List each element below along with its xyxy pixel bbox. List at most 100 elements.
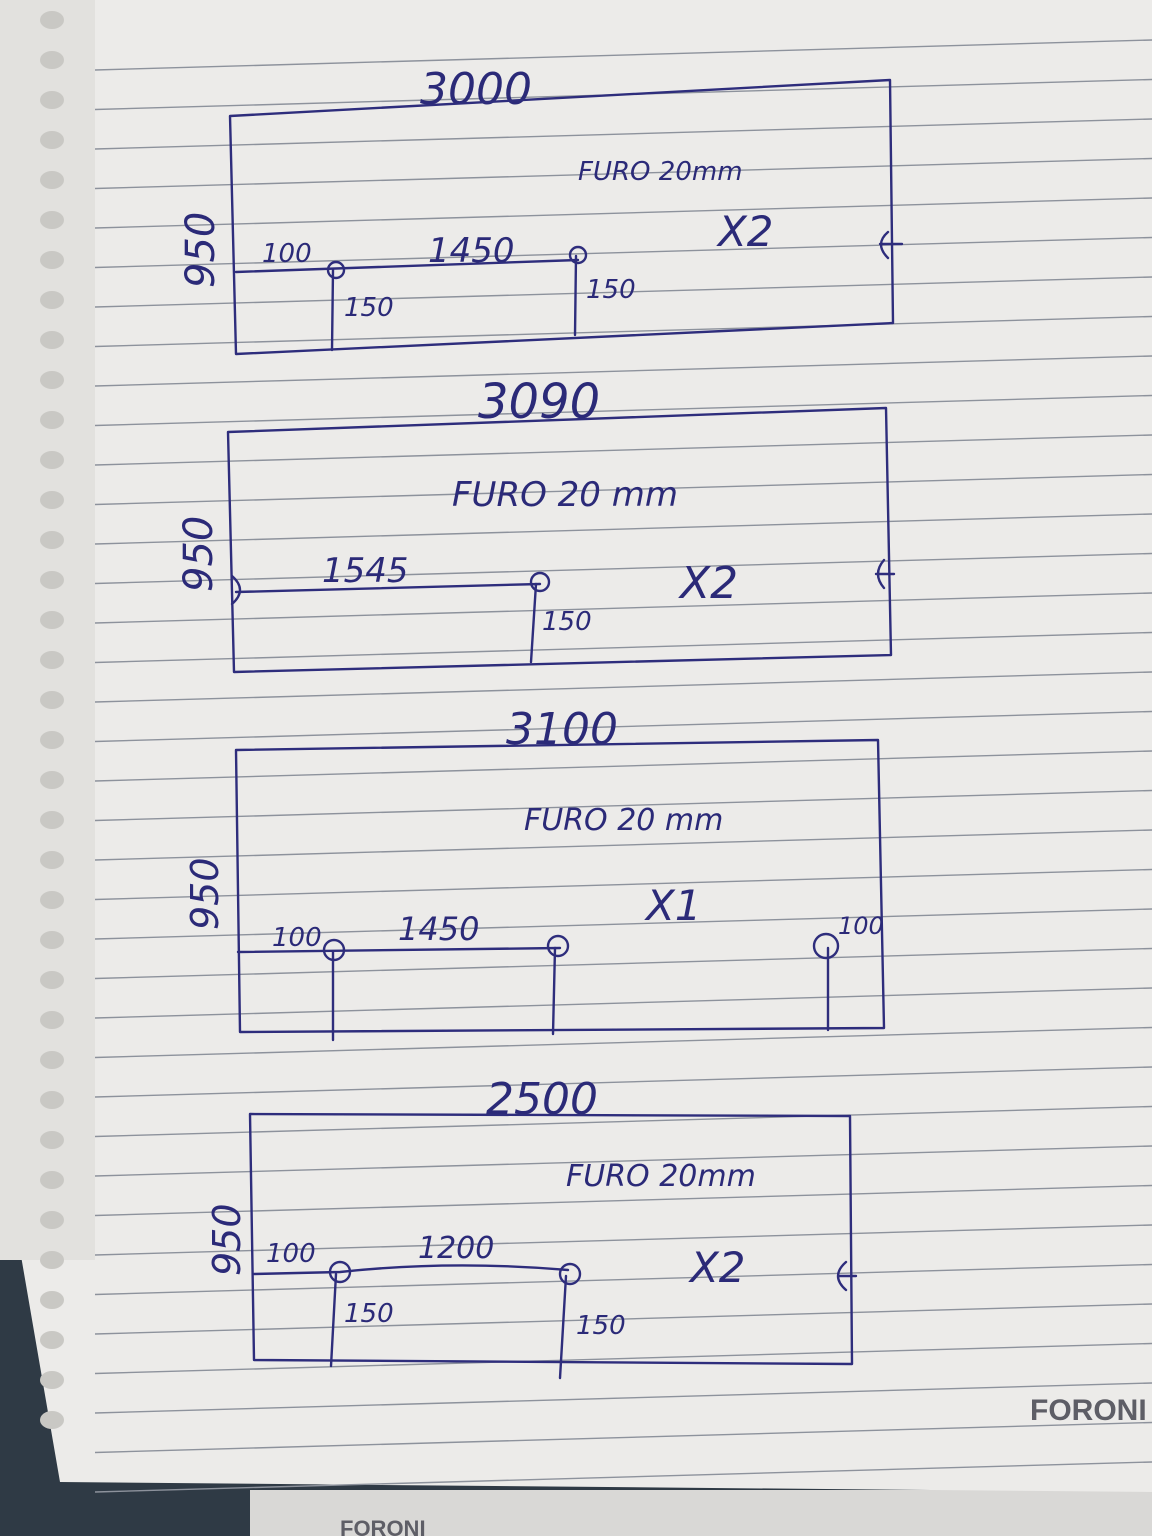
sketch-1-end-mark-icon	[878, 230, 904, 260]
ruled-line	[94, 1382, 1152, 1414]
ruled-line	[94, 1026, 1152, 1059]
ruled-line	[94, 394, 1152, 427]
sketch-1-hole-line	[234, 258, 580, 274]
ruled-line	[94, 434, 1152, 466]
ruled-line	[94, 236, 1152, 269]
sketch-1-width-label: 3000	[420, 64, 532, 115]
ruled-line	[94, 276, 1152, 308]
ruled-line	[94, 1105, 1152, 1138]
sketch-4-hole-line	[252, 1264, 570, 1276]
ruled-line	[94, 157, 1152, 190]
spiral-hole	[40, 11, 64, 29]
sketch-2-dim-depth: 150	[542, 607, 592, 637]
sketch-3-hole-icon	[546, 934, 570, 958]
sketch-3-note: FURO 20 mm	[524, 803, 723, 838]
ruled-line	[94, 868, 1152, 901]
sketch-2-note: FURO 20 mm	[452, 475, 678, 515]
sketch-1-hole-icon	[326, 260, 346, 280]
sketch-2-panel-outline	[226, 406, 893, 674]
ruled-line	[94, 1145, 1152, 1177]
sketch-4-hole-icon	[558, 1262, 582, 1286]
sketch-4: 2500 950 FURO 20mm X2 100 1200 150 150	[205, 1074, 858, 1380]
spiral-hole	[40, 1051, 64, 1069]
sketch-2-quantity: X2	[678, 558, 738, 609]
ruled-line	[94, 1224, 1152, 1256]
spiral-hole	[40, 611, 64, 629]
sketch-2-end-mark-icon	[874, 558, 896, 590]
sketch-3-hole-icon	[812, 932, 840, 960]
notebook-brand-logo: FORONI	[1030, 1394, 1147, 1427]
sketch-3: 3100 950 FURO 20 mm X1 100 1450 100	[183, 704, 886, 1042]
spiral-hole	[40, 1251, 64, 1269]
sketch-3-depth-lines	[331, 946, 830, 1042]
spiral-hole	[40, 811, 64, 829]
spiral-hole	[40, 1011, 64, 1029]
sketch-1: 3000 950 FURO 20mm X2 100 1450 150 150	[178, 64, 904, 356]
spiral-hole	[40, 331, 64, 349]
ruled-line	[94, 1461, 1152, 1493]
sketch-4-panel-outline	[248, 1112, 854, 1366]
spiral-hole	[40, 1291, 64, 1309]
ruled-line	[94, 947, 1152, 980]
ruled-line	[94, 750, 1152, 782]
sketch-3-dim-edge-right: 100	[838, 912, 884, 940]
sketch-1-hole-icon	[568, 245, 588, 265]
spiral-hole	[40, 251, 64, 269]
sketch-1-height-label: 950	[178, 212, 224, 288]
spiral-hole	[40, 851, 64, 869]
lower-page-brand-logo: FORONI	[340, 1516, 426, 1536]
sketch-4-dim-edge: 100	[266, 1239, 316, 1269]
ruled-lines	[94, 39, 1152, 1493]
sketch-4-dim-span: 1200	[418, 1231, 494, 1266]
spiral-hole	[40, 211, 64, 229]
sketch-1-dim-edge: 100	[262, 239, 312, 269]
sketch-4-depth-lines	[329, 1272, 568, 1380]
spiral-hole	[40, 1331, 64, 1349]
spiral-hole	[40, 1171, 64, 1189]
ruled-line	[94, 987, 1152, 1019]
spiral-hole	[40, 1131, 64, 1149]
sketch-2-dim-span: 1545	[322, 551, 409, 591]
sketch-1-dim-depth-a: 150	[344, 293, 394, 323]
sketch-1-depth-lines	[330, 254, 578, 352]
paper-sheet	[0, 0, 1152, 1492]
spiral-hole	[40, 971, 64, 989]
sketch-2-height-label: 950	[176, 516, 222, 592]
spiral-hole	[40, 411, 64, 429]
sketch-2-start-mark-icon	[230, 574, 242, 606]
lower-page	[250, 1490, 1152, 1536]
ruled-line	[94, 789, 1152, 822]
sketch-3-quantity: X1	[644, 881, 702, 930]
spiral-hole	[40, 451, 64, 469]
ruled-line	[94, 631, 1152, 664]
sketch-4-width-label: 2500	[486, 1074, 598, 1125]
ruled-line	[94, 908, 1152, 940]
spiral-hole	[40, 91, 64, 109]
sketch-2-depth-line	[529, 582, 538, 664]
sketch-2-hole-line	[234, 582, 542, 594]
spiral-hole	[40, 1091, 64, 1109]
sketch-1-dim-depth-b: 150	[586, 275, 636, 305]
sketch-3-dim-edge: 100	[272, 923, 322, 953]
ruled-line	[94, 1303, 1152, 1335]
ruled-line	[94, 118, 1152, 150]
spiral-holes	[40, 11, 64, 1429]
spiral-hole	[40, 651, 64, 669]
spiral-hole	[40, 131, 64, 149]
sketch-4-end-mark-icon	[836, 1260, 858, 1292]
spiral-hole	[40, 531, 64, 549]
spiral-hole	[40, 771, 64, 789]
sketch-3-dim-span: 1450	[398, 910, 479, 948]
spiral-hole	[40, 571, 64, 589]
sketch-4-quantity: X2	[688, 1243, 746, 1292]
spiral-hole	[40, 891, 64, 909]
spiral-hole	[40, 51, 64, 69]
sketch-2-hole-icon	[529, 571, 551, 593]
sketch-1-note: FURO 20mm	[578, 157, 743, 187]
ruled-line	[94, 39, 1152, 71]
spiral-hole	[40, 171, 64, 189]
ruled-line	[94, 1066, 1152, 1098]
ruled-line	[94, 315, 1152, 348]
ruled-line	[94, 829, 1152, 861]
